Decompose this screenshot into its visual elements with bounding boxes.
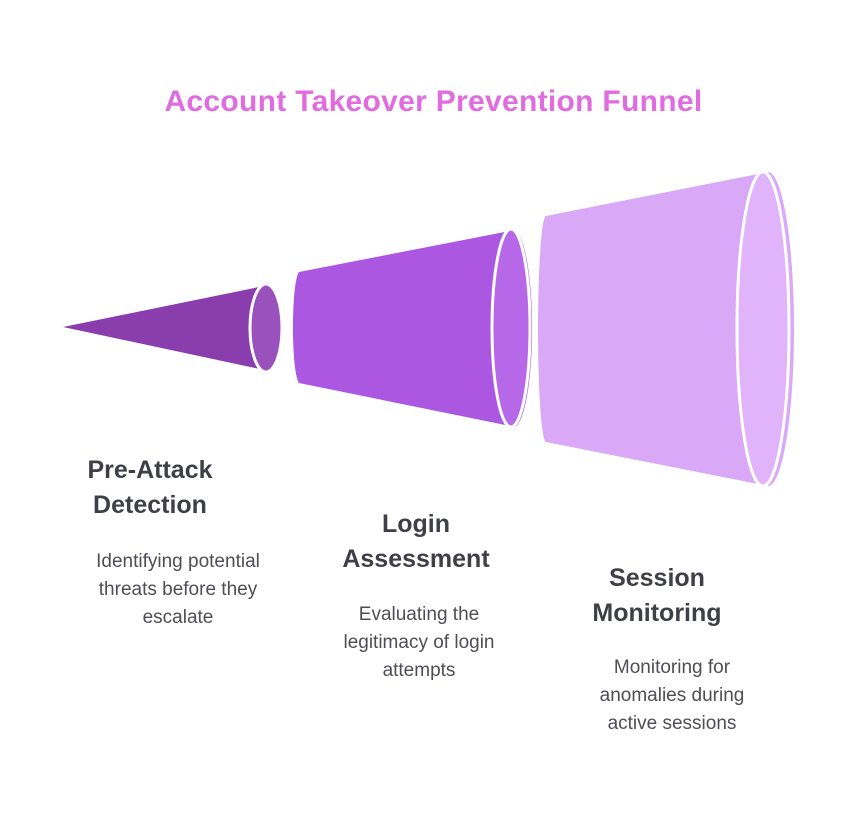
- funnel-stage-2-cone: [292, 230, 533, 427]
- funnel-stage-1-cap: [248, 282, 284, 374]
- stage-2-label: Login Assessment: [342, 510, 490, 573]
- stage-1-description: Identifying potential threats before the…: [96, 551, 260, 628]
- funnel-stage-1-cone: [63, 285, 282, 371]
- stage-3-label: Session Monitoring: [592, 564, 722, 627]
- funnel-stage-3-cap: [735, 170, 791, 488]
- funnel-stage-3-cone: [538, 172, 794, 486]
- stage-3-description: Monitoring for anomalies during active s…: [599, 657, 745, 734]
- funnel-stage-2-cap: [490, 227, 532, 429]
- stage-2-description: Evaluating the legitimacy of login attem…: [343, 604, 495, 681]
- stage-1-label: Pre-Attack Detection: [87, 456, 213, 519]
- page-title: Account Takeover Prevention Funnel: [164, 85, 703, 118]
